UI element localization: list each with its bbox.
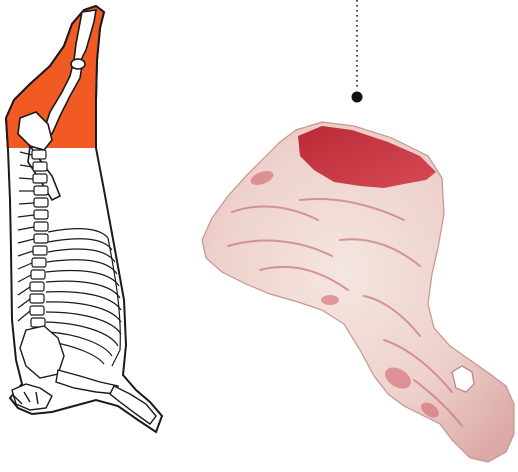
dotted-leader-line-icon (352, 0, 363, 103)
leg-meat-cut-icon (202, 122, 514, 462)
lamb-carcass-diagram-icon (6, 6, 162, 432)
pointer-dot (352, 92, 363, 103)
